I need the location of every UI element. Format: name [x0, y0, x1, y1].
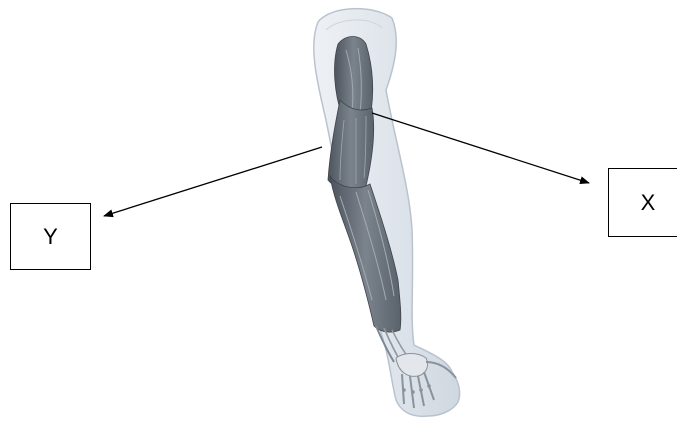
arrow-to-y	[104, 147, 322, 216]
label-box-x: X	[608, 168, 677, 237]
label-box-y: Y	[10, 203, 91, 270]
label-y-text: Y	[43, 224, 58, 250]
arrow-to-x	[372, 113, 589, 183]
label-x-text: X	[641, 190, 656, 216]
